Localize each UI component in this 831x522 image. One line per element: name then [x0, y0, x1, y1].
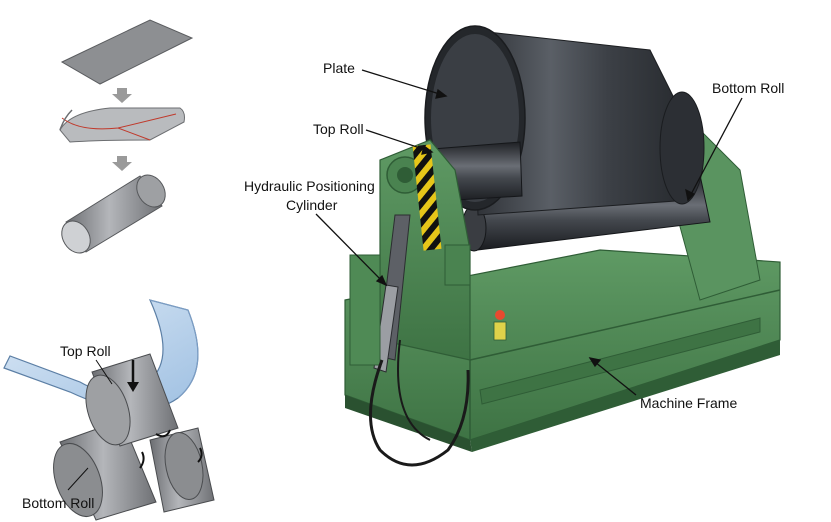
label-hydraulic-line2: Cylinder — [286, 197, 338, 213]
label-machine-frame: Machine Frame — [640, 395, 737, 411]
label-bottom-roll-machine: Bottom Roll — [712, 80, 784, 96]
bent-sheet — [59, 107, 185, 143]
left-housing — [379, 139, 507, 361]
pointer-lines — [315, 69, 743, 396]
label-hydraulic-line1: Hydraulic Positioning — [244, 178, 375, 194]
rotation-arrow-icon — [139, 451, 145, 469]
bottom-rolls — [53, 419, 215, 521]
label-bottom-roll-diagram: Bottom Roll — [22, 495, 94, 511]
rotation-arrow-icon — [155, 429, 171, 438]
rotation-arrow-icon — [197, 447, 203, 463]
process-steps — [59, 19, 194, 254]
top-roll — [85, 353, 179, 447]
rolling-principle-diagram — [3, 299, 215, 521]
down-arrow-icon — [112, 156, 132, 171]
down-arrow-icon — [112, 88, 132, 103]
hydraulic-hose — [369, 359, 470, 467]
label-top-roll-diagram: Top Roll — [60, 343, 111, 359]
rolled-cylinder — [61, 174, 166, 254]
label-top-roll-machine: Top Roll — [313, 121, 364, 137]
flat-sheet — [60, 19, 194, 85]
label-plate: Plate — [323, 60, 355, 76]
hazard-strip — [412, 144, 442, 251]
